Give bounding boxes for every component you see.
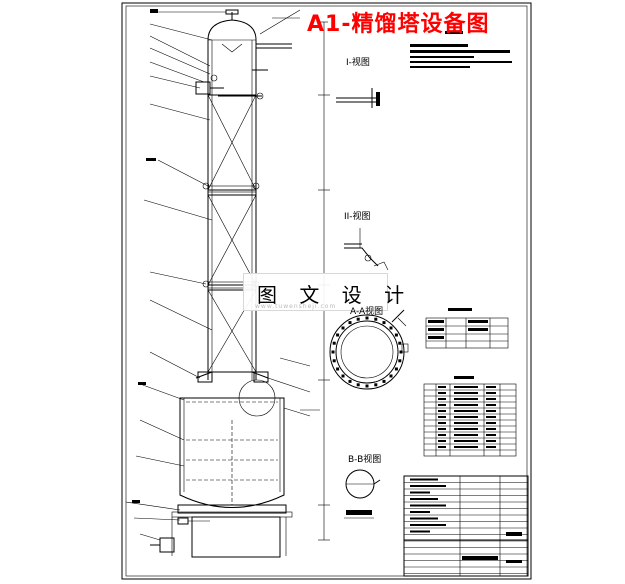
bolt-hole: [394, 367, 398, 371]
watermark-text: 图 文 设 计: [257, 283, 413, 307]
parts-table-cell: [486, 434, 496, 436]
section-b-b: [344, 469, 381, 519]
parts-table-cell: [454, 386, 478, 388]
column-top-head: [207, 9, 292, 53]
drawing-border: [121, 2, 532, 580]
vessel-support: [150, 504, 293, 558]
title-block-cell: [410, 498, 438, 500]
bolt-hole: [336, 367, 340, 371]
view-label-1: I-视图: [346, 58, 370, 68]
drawing-inner-border: [125, 5, 528, 577]
bolt-hole: [332, 341, 336, 345]
drawing-title: A1-精馏塔设备图: [307, 12, 490, 37]
parts-table-cell: [454, 428, 478, 430]
parts-table-cell: [486, 386, 496, 388]
bolt-hole: [389, 326, 393, 330]
parts-table-cell: [438, 386, 446, 388]
view-label-aa: A-A视图: [350, 307, 384, 317]
reflux-nozzles: [195, 69, 268, 288]
parts-table-cell: [454, 422, 478, 424]
bolt-hole: [365, 384, 369, 388]
title-block-cell: [410, 524, 446, 526]
title-block-cell: [410, 511, 430, 513]
bolt-hole: [382, 379, 386, 383]
packing-sections: [207, 94, 257, 373]
bolt-hole: [332, 359, 336, 363]
bolt-hole: [398, 341, 402, 345]
parts-table-cell: [438, 428, 446, 430]
parts-table-cell: [438, 416, 446, 418]
title-block-cell: [410, 491, 430, 494]
bolt-hole: [382, 321, 386, 325]
kettle-vessel: [179, 371, 285, 508]
parts-table-cell: [454, 398, 478, 400]
bolt-hole: [356, 383, 360, 387]
parts-table-cell: [486, 416, 496, 418]
detail-view-1: [336, 88, 380, 108]
title-block-cell: [410, 478, 438, 481]
watermark-url: www.tuwensheji.com: [255, 303, 337, 310]
parts-table-cell: [438, 446, 446, 448]
parts-table-cell: [438, 440, 446, 442]
column-shell: [207, 40, 257, 380]
parts-table-cell: [454, 446, 478, 448]
parts-table-cell: [486, 398, 496, 400]
bolt-hole: [331, 350, 335, 354]
leader-lines: [125, 9, 311, 541]
parts-table-cell: [438, 398, 446, 400]
parts-table-cell: [454, 440, 478, 442]
parts-table-cell: [486, 440, 496, 442]
parts-table: [423, 376, 517, 457]
parts-table-cell: [438, 434, 446, 436]
bolt-hole: [398, 359, 402, 363]
title-block: [403, 475, 529, 577]
title-block-cell: [410, 517, 438, 520]
parts-table-cell: [454, 410, 478, 412]
nozzle-table: [425, 308, 509, 349]
technical-requirements: [410, 31, 512, 68]
bolt-hole: [399, 350, 403, 354]
parts-table-cell: [438, 392, 446, 394]
parts-table-cell: [454, 434, 478, 436]
view-label-bb: B-B视图: [348, 455, 382, 465]
title-block-cell: [410, 485, 446, 487]
parts-table-cell: [454, 392, 478, 394]
section-a-a: [329, 309, 409, 390]
bolt-hole: [341, 374, 345, 378]
parts-table-cell: [438, 404, 446, 406]
bolt-hole: [394, 333, 398, 337]
parts-table-cell: [454, 404, 478, 406]
parts-table-cell: [438, 410, 446, 412]
watermark-box: [243, 273, 388, 311]
bolt-hole: [336, 333, 340, 337]
bolt-hole: [356, 317, 360, 321]
parts-table-cell: [486, 422, 496, 424]
parts-table-cell: [486, 446, 496, 448]
parts-table-cell: [486, 392, 496, 394]
parts-table-cell: [438, 422, 446, 424]
view-label-2: II-视图: [344, 212, 371, 222]
bolt-hole: [341, 326, 345, 330]
parts-table-cell: [454, 416, 478, 418]
title-block-cell: [410, 530, 430, 533]
bolt-hole: [365, 316, 369, 320]
parts-table-cell: [486, 404, 496, 406]
title-block-cell: [410, 504, 446, 507]
parts-table-cell: [486, 428, 496, 430]
bolt-hole: [348, 379, 352, 383]
bolt-hole: [389, 374, 393, 378]
bolt-hole: [374, 317, 378, 321]
parts-table-cell: [486, 410, 496, 412]
detail-view-2: [344, 228, 389, 271]
bolt-hole: [348, 321, 352, 325]
bolt-hole: [374, 383, 378, 387]
